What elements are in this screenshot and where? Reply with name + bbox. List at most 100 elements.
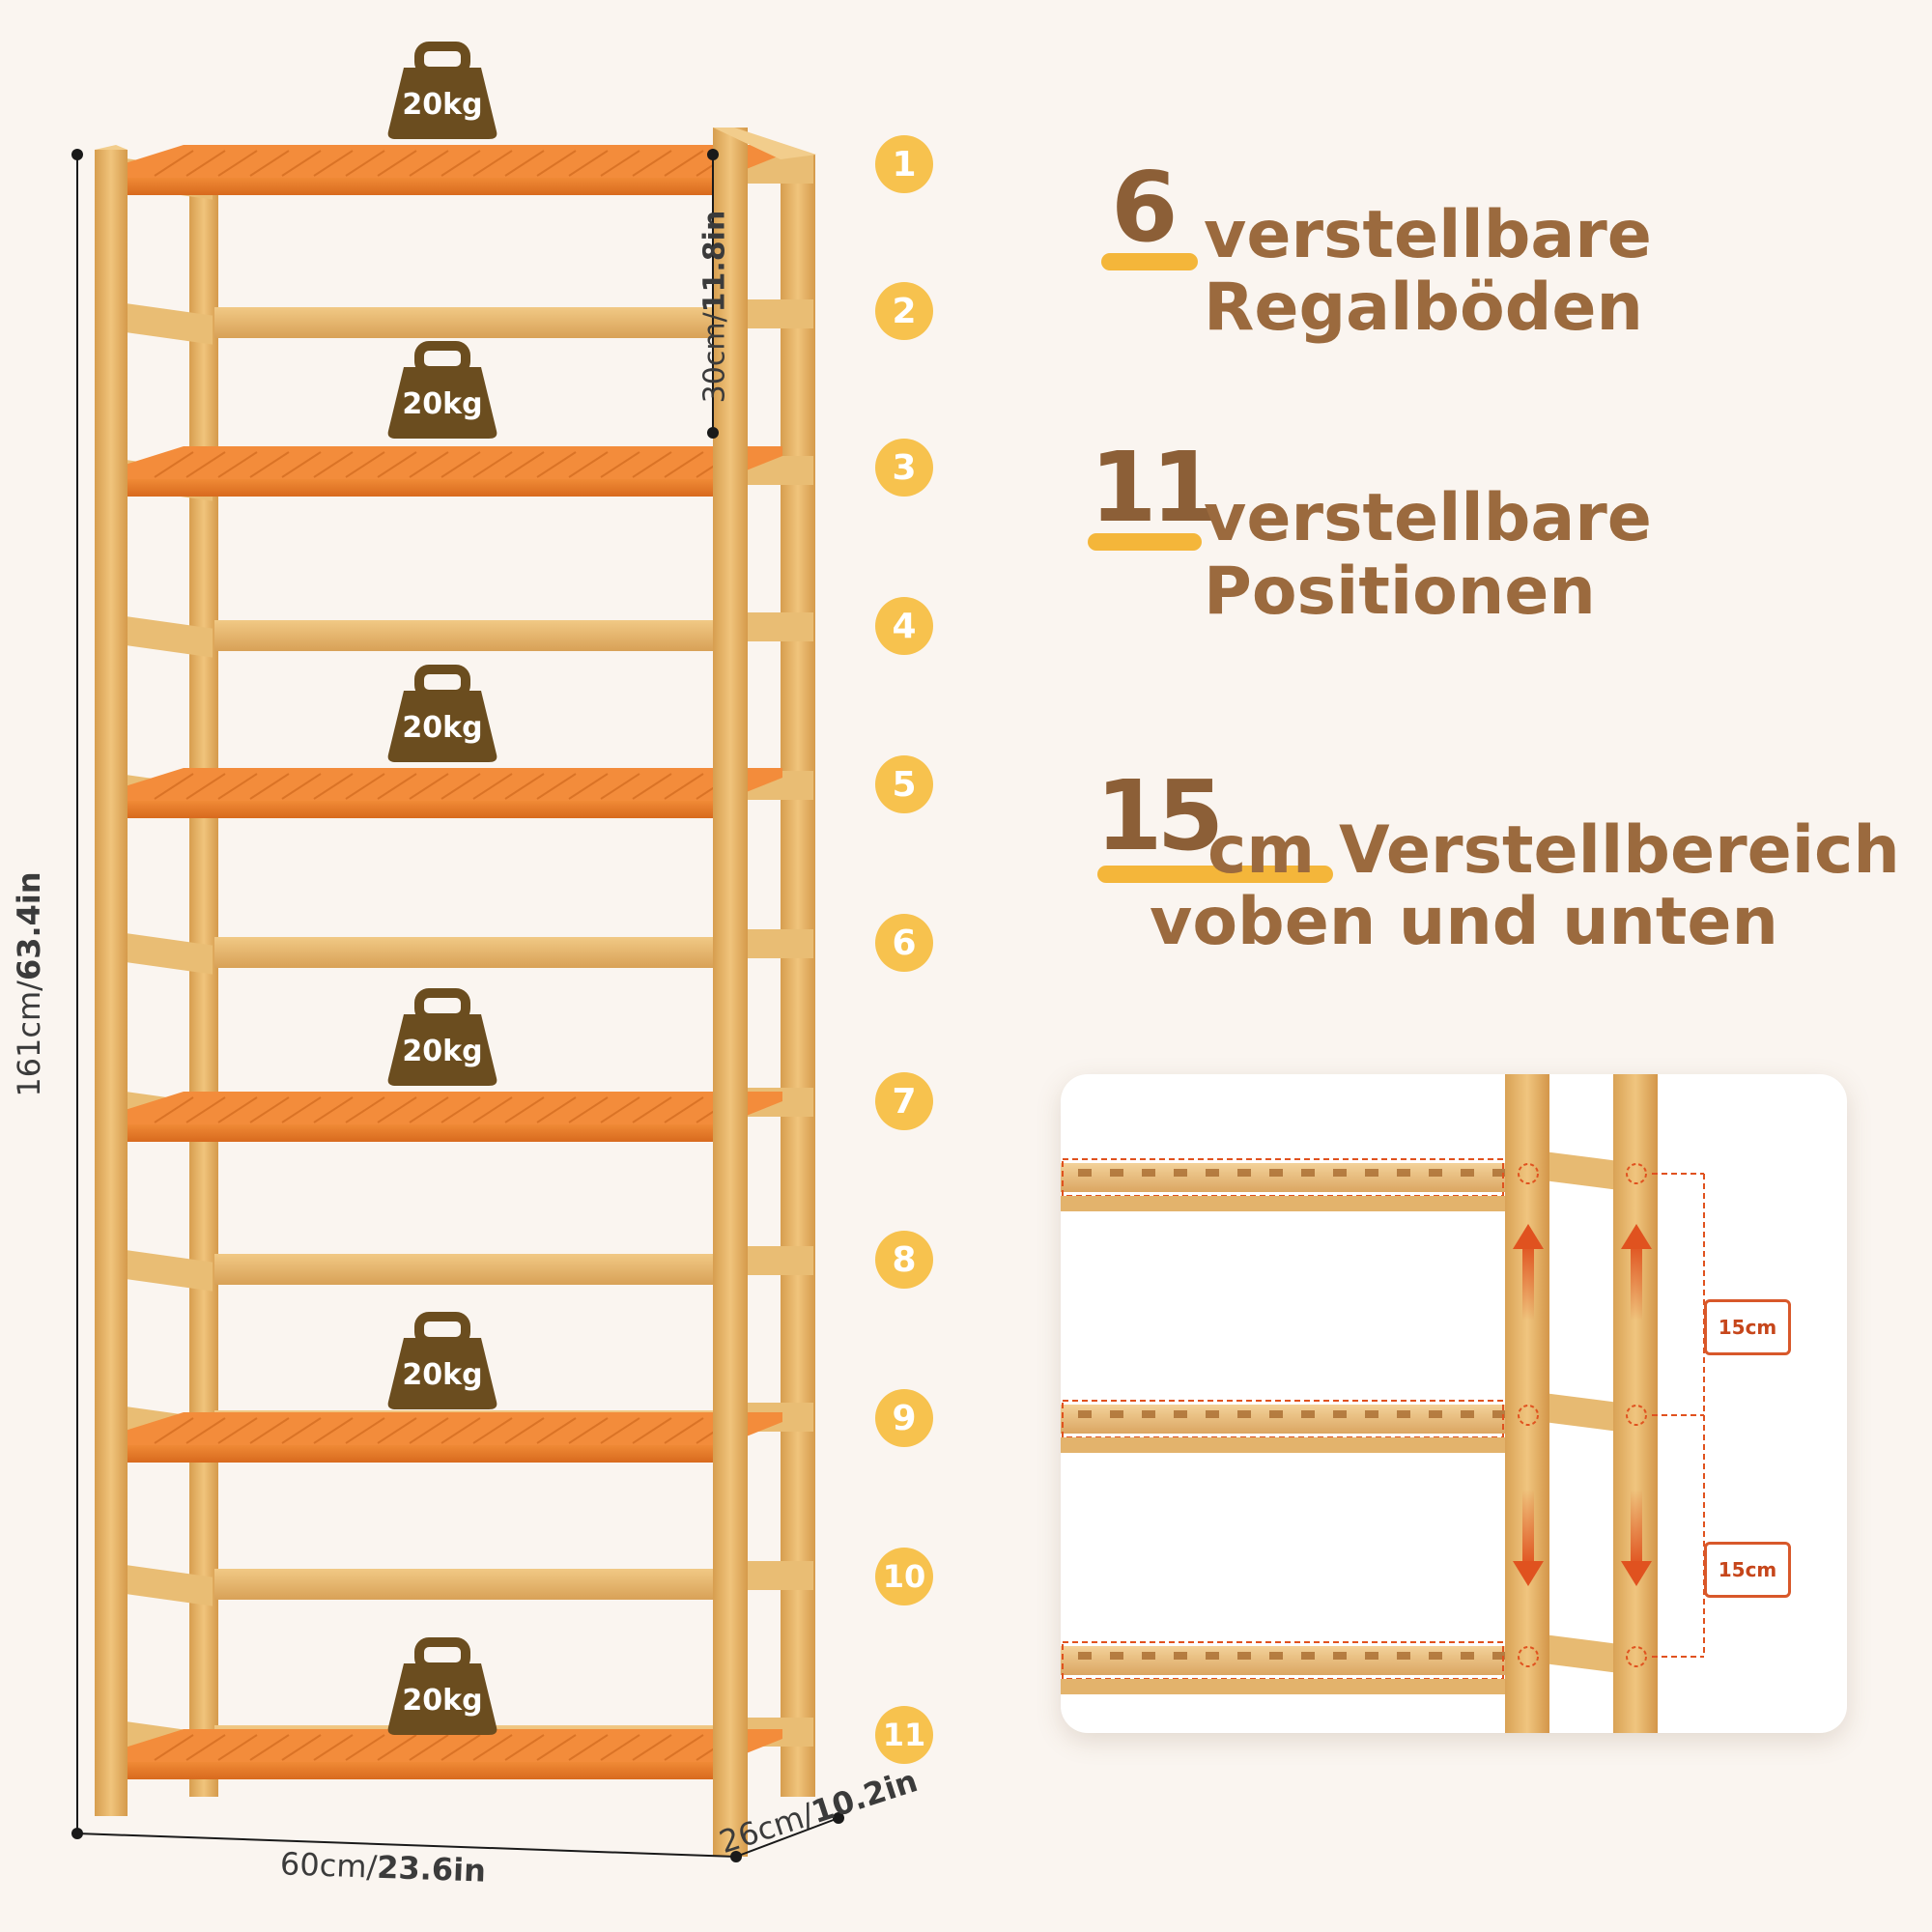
weight-body xyxy=(387,1338,497,1409)
shelf-slat-gap xyxy=(600,451,640,478)
detail-arrow-down-shaft xyxy=(1522,1490,1534,1567)
shelf-slat-gap xyxy=(281,150,322,177)
shelf-slat-gap xyxy=(440,1734,481,1761)
shelf-slat-gap xyxy=(440,150,481,177)
weight-label: 20kg xyxy=(402,387,482,421)
shelf-slat-gap xyxy=(154,150,194,177)
shelf-slat-gap xyxy=(632,451,672,478)
range-unit: cm xyxy=(1208,812,1316,889)
shelf-slat-gap xyxy=(281,773,322,800)
detail-slat xyxy=(1429,1652,1442,1660)
shelf-slat-gap xyxy=(377,773,417,800)
shelf-slat-gap xyxy=(154,1734,194,1761)
detail-plank xyxy=(1061,1646,1507,1675)
side-rail-right xyxy=(744,299,813,328)
shelves-line1: verstellbare xyxy=(1204,197,1652,273)
dimension-lines xyxy=(71,149,844,1862)
weight-icon: 20kg xyxy=(387,1637,497,1735)
shelf-slat-gap xyxy=(154,1096,194,1123)
detail-arrow-up-head xyxy=(1513,1224,1544,1249)
width-dimension-label: 60cm/23.6in xyxy=(279,1845,487,1889)
position-badge-4: 4 xyxy=(875,597,933,655)
shelf-slat-gap xyxy=(185,1734,226,1761)
shelf-slat-gap xyxy=(217,451,258,478)
shelf-slat-gap xyxy=(504,451,545,478)
shelf-slat-gap xyxy=(568,773,609,800)
shelf-slat-gap xyxy=(185,451,226,478)
positions-number: 11 xyxy=(1090,431,1218,544)
detail-slat xyxy=(1397,1169,1410,1177)
shelf-slat-gap xyxy=(568,1734,609,1761)
shelf-front xyxy=(116,178,724,195)
detail-slat xyxy=(1461,1169,1474,1177)
shelves-line2: Regalböden xyxy=(1204,270,1643,346)
width-line xyxy=(76,1833,737,1858)
position-badge-5: 5 xyxy=(875,755,933,813)
detail-screw-hole xyxy=(1626,1646,1647,1667)
range-line2: voben und unten xyxy=(1150,884,1778,960)
shelf-slat-gap xyxy=(536,1096,577,1123)
shelf-slat-gap xyxy=(409,1417,449,1444)
weight-body xyxy=(387,68,497,139)
detail-arrow-up-head xyxy=(1621,1224,1652,1249)
shelf-slat-gap xyxy=(440,773,481,800)
shelf-front xyxy=(116,801,724,818)
shelf-slat-gap xyxy=(632,1734,672,1761)
shelf-slat-gap xyxy=(281,451,322,478)
number-underline xyxy=(1101,253,1198,270)
shelf-slat-gap xyxy=(440,1096,481,1123)
weight-icon: 20kg xyxy=(387,42,497,139)
side-rail-right xyxy=(744,1246,813,1275)
gap-end-bottom xyxy=(707,427,719,439)
shelf-slat-gap xyxy=(345,773,385,800)
detail-arrow-down-head xyxy=(1513,1561,1544,1586)
shelf-slat-gap xyxy=(664,1096,704,1123)
position-badge-1: 1 xyxy=(875,135,933,193)
detail-slat xyxy=(1301,1652,1315,1660)
detail-plank-edge xyxy=(1061,1196,1507,1211)
back-left-post xyxy=(189,188,218,1797)
shelf-slat-gap xyxy=(472,1417,513,1444)
shelf-slat-gap xyxy=(440,1417,481,1444)
detail-slat xyxy=(1461,1652,1474,1660)
shelf-slat-gap xyxy=(377,1734,417,1761)
number-underline xyxy=(1088,533,1202,551)
shelf-slat-gap xyxy=(154,451,194,478)
side-rail-left xyxy=(126,933,213,975)
shelf-slat-gap xyxy=(249,1417,290,1444)
post-cap-right xyxy=(713,128,816,159)
shelf-slat-gap xyxy=(472,1734,513,1761)
weight-label: 20kg xyxy=(402,1358,482,1392)
shelf-slat-gap xyxy=(377,451,417,478)
gap-end-top xyxy=(707,149,719,160)
side-rail-left xyxy=(126,303,213,345)
number-underline xyxy=(1097,866,1333,883)
shelf-slat-gap xyxy=(568,150,609,177)
detail-slat xyxy=(1492,1169,1506,1177)
back-rail xyxy=(214,937,717,968)
rack-front-frame xyxy=(95,128,816,1857)
detail-slat xyxy=(1142,1169,1155,1177)
shelf-slat-gap xyxy=(185,150,226,177)
range-number: 15 xyxy=(1095,759,1224,872)
shelf-slat-gap xyxy=(536,451,577,478)
height-end-top xyxy=(71,149,83,160)
shelf-slat-gap xyxy=(536,1417,577,1444)
position-badge-6: 6 xyxy=(875,914,933,972)
side-rail-left xyxy=(126,1250,213,1292)
shelf-slat-gap xyxy=(504,150,545,177)
shelf-slat-gap xyxy=(249,1734,290,1761)
detail-slat xyxy=(1397,1652,1410,1660)
shelf-slat-gap xyxy=(281,1734,322,1761)
position-badge-9: 9 xyxy=(875,1389,933,1447)
detail-slat xyxy=(1269,1410,1283,1418)
post-cap-left xyxy=(95,145,128,150)
detail-slat xyxy=(1333,1410,1347,1418)
front-right-post xyxy=(713,128,748,1857)
detail-plank xyxy=(1061,1405,1507,1434)
shelf-slat-gap xyxy=(664,1734,704,1761)
shelf-slat-gap xyxy=(249,1096,290,1123)
